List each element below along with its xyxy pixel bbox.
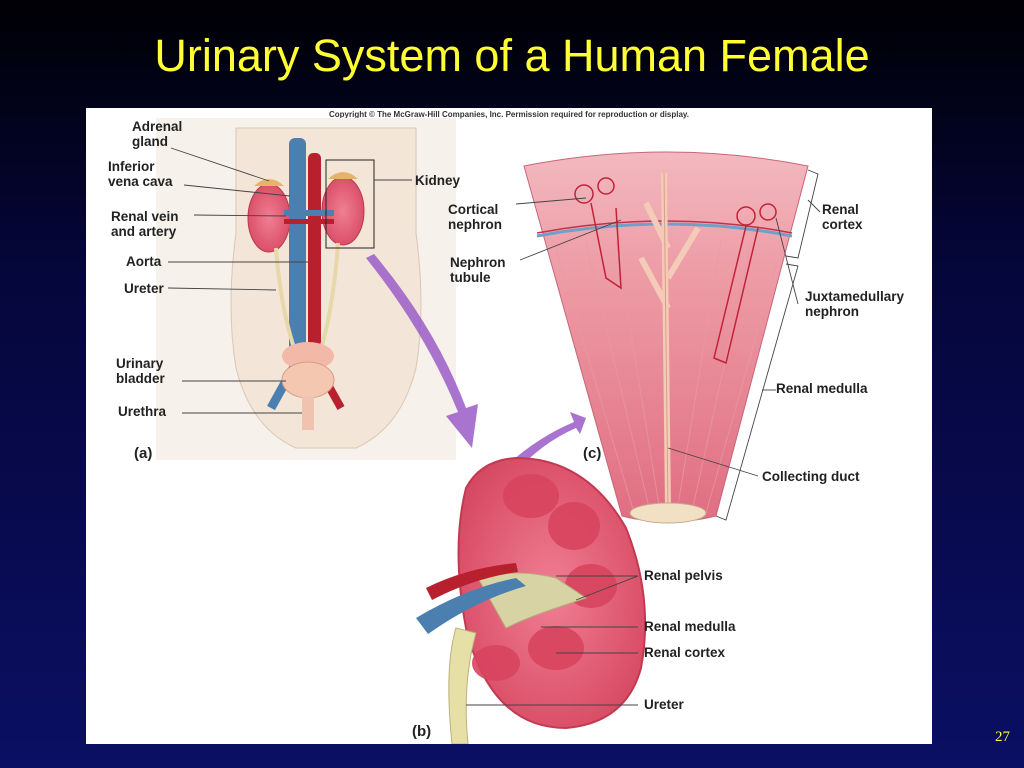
slide-title: Urinary System of a Human Female <box>154 30 870 81</box>
ureter-tube <box>448 627 477 744</box>
label-ureter-b: Ureter <box>644 697 684 712</box>
kidney-zoom-box <box>325 159 375 249</box>
panel-label-b: (b) <box>412 723 432 740</box>
anatomy-figure: Copyright © The McGraw-Hill Companies, I… <box>86 108 932 744</box>
aorta-shape <box>308 153 321 368</box>
renal-pyramid-diagram <box>515 151 821 524</box>
label-renal-cortex-b: Renal cortex <box>644 645 726 660</box>
label-kidney: Kidney <box>415 173 461 188</box>
panel-label-c: (c) <box>583 445 602 462</box>
vena-cava-shape <box>289 138 306 368</box>
zoom-arrow-a-to-b <box>366 254 478 448</box>
label-renal-medulla-b: Renal medulla <box>644 619 736 634</box>
slide-number: 27 <box>995 729 1010 745</box>
label-ureter-a: Ureter <box>124 281 164 296</box>
label-renal-medulla-c: Renal medulla <box>776 381 868 396</box>
cortical-nephron-shape <box>574 177 622 290</box>
label-aorta: Aorta <box>126 254 162 269</box>
label-collecting-duct: Collecting duct <box>762 469 860 484</box>
label-urethra: Urethra <box>118 404 167 419</box>
panel-label-a: (a) <box>134 445 153 462</box>
torso-diagram <box>156 118 456 460</box>
copyright-notice: Copyright © The McGraw-Hill Companies, I… <box>328 110 690 119</box>
label-renal-pelvis: Renal pelvis <box>644 568 723 583</box>
bladder-shape <box>281 361 335 399</box>
juxtamedullary-nephron-shape <box>713 203 777 365</box>
kidney-section-diagram <box>416 456 647 744</box>
anatomy-illustration <box>156 118 821 744</box>
